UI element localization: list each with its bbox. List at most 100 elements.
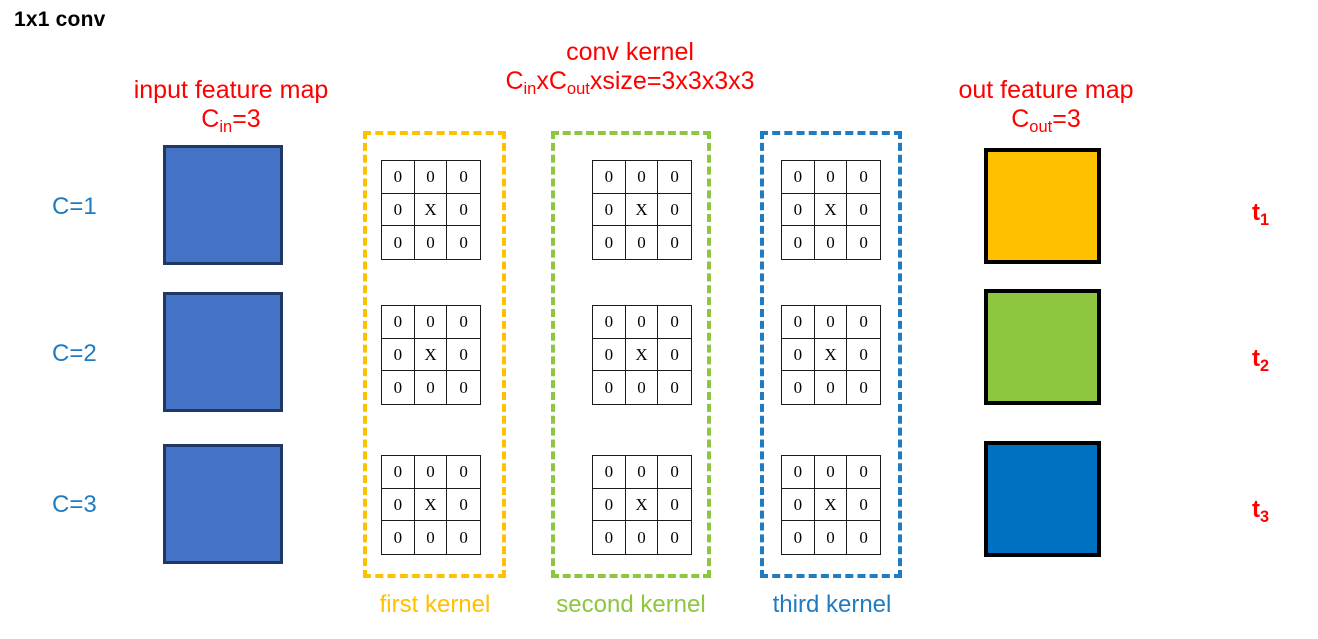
kernel-cell-center: X [625,193,659,227]
kernel-cell-center: X [814,193,848,227]
kernel-cell-center: X [625,338,659,372]
channel-label-row-2: C=2 [52,340,97,367]
kernel-cell: 0 [782,488,815,522]
kernel-cell: 0 [658,194,691,227]
third-kernel-caption: third kernel [772,591,892,618]
kernel-cell: 0 [626,371,659,404]
output-label-row-2-base: t [1252,345,1260,372]
output-label-row-1: t1 [1252,199,1312,229]
kernel-cell: 0 [658,161,691,194]
kernel-cell: 0 [593,193,626,227]
kernel-cell: 0 [658,489,691,522]
input-feature-map-row-1 [163,145,283,265]
kernel-cell-center: X [625,488,659,522]
kernel-cell: 0 [382,371,415,404]
kernel-cell: 0 [447,194,480,227]
kernel-cell: 0 [658,339,691,372]
kernel-cell: 0 [626,226,659,259]
kernel-cell: 0 [382,161,415,194]
kernel-cell: 0 [382,521,415,554]
kernel-cell: 0 [625,161,659,194]
output-header-value: =3 [1052,105,1081,133]
kernel-cell: 0 [847,339,880,372]
kernel-cell: 0 [670,233,679,253]
input-header-subscript: in [219,118,233,136]
kernel-cell-center: X [414,338,448,372]
kernel-cell: 0 [414,161,448,194]
kernel-header-cin: C [505,67,524,95]
page-title: 1x1 conv [14,8,106,31]
first-kernel-group-box [363,131,506,578]
kernel-cell: 0 [593,456,626,489]
kernel-cell: 0 [593,371,626,404]
third-kernel-group-box [760,131,902,578]
kernel-cell: 0 [859,528,868,548]
kernel-cell: 0 [847,161,880,194]
kernel-header-line1: conv kernel [566,38,694,66]
kernel-cell: 0 [625,456,659,489]
kernel-cell: 0 [847,489,880,522]
kernel-cell: 0 [670,528,679,548]
kernel-cell: 0 [814,456,848,489]
first-kernel-caption: first kernel [379,591,491,618]
channel-label-row-3: C=3 [52,491,97,518]
kernel-cell: 0 [658,456,691,489]
kernel-cell: 0 [447,489,480,522]
kernel-cell: 0 [814,161,848,194]
kernel-cell: 0 [859,233,868,253]
kernel-cell: 0 [415,521,448,554]
kernel-cell: 0 [859,378,868,398]
kernel-cell: 0 [782,456,815,489]
kernel-cell: 0 [415,371,448,404]
kernel-cell: 0 [625,306,659,339]
output-label-row-2-subscript: 2 [1260,357,1270,375]
out-feature-map-row-1 [984,148,1101,264]
kernel-cell: 0 [382,193,415,227]
kernel-cell: 0 [815,226,848,259]
input-feature-map-header: input feature map Cin=3 [103,76,359,136]
kernel-cell: 0 [593,306,626,339]
out-feature-map-row-3 [984,441,1101,557]
kernel-cell: 0 [447,161,480,194]
kernel-cell: 0 [447,306,480,339]
kernel-cell: 0 [782,193,815,227]
kernel-cell: 0 [670,378,679,398]
kernel-cell: 0 [815,521,848,554]
kernel-cell: 0 [782,521,815,554]
output-label-row-1-subscript: 1 [1260,211,1270,229]
kernel-header-size: xsize=3x3x3x3 [589,67,755,95]
kernel-header-cin-subscript: in [523,80,537,98]
kernel-cell-center: X [414,193,448,227]
output-header-line2: Cout=3 [920,105,1172,136]
kernel-header-cout: xC [536,67,567,95]
input-header-value: =3 [232,105,261,133]
kernel-cell: 0 [782,371,815,404]
output-label-row-3-subscript: 3 [1260,508,1270,526]
kernel-cell: 0 [459,233,468,253]
kernel-cell: 0 [815,371,848,404]
kernel-cell: 0 [459,378,468,398]
second-kernel-caption: second kernel [556,591,706,618]
kernel-header-cout-subscript: out [566,80,590,98]
kernel-cell: 0 [814,306,848,339]
kernel-cell: 0 [782,306,815,339]
kernel-cell: 0 [782,338,815,372]
kernel-cell: 0 [415,226,448,259]
out-feature-map-header: out feature map Cout=3 [920,76,1172,136]
kernel-cell: 0 [847,456,880,489]
kernel-cell: 0 [459,528,468,548]
output-label-row-2: t2 [1252,345,1312,375]
output-label-row-1-base: t [1252,199,1260,226]
kernel-cell: 0 [593,521,626,554]
kernel-cell: 0 [593,226,626,259]
out-feature-map-row-2 [984,289,1101,405]
input-feature-map-row-3 [163,444,283,564]
